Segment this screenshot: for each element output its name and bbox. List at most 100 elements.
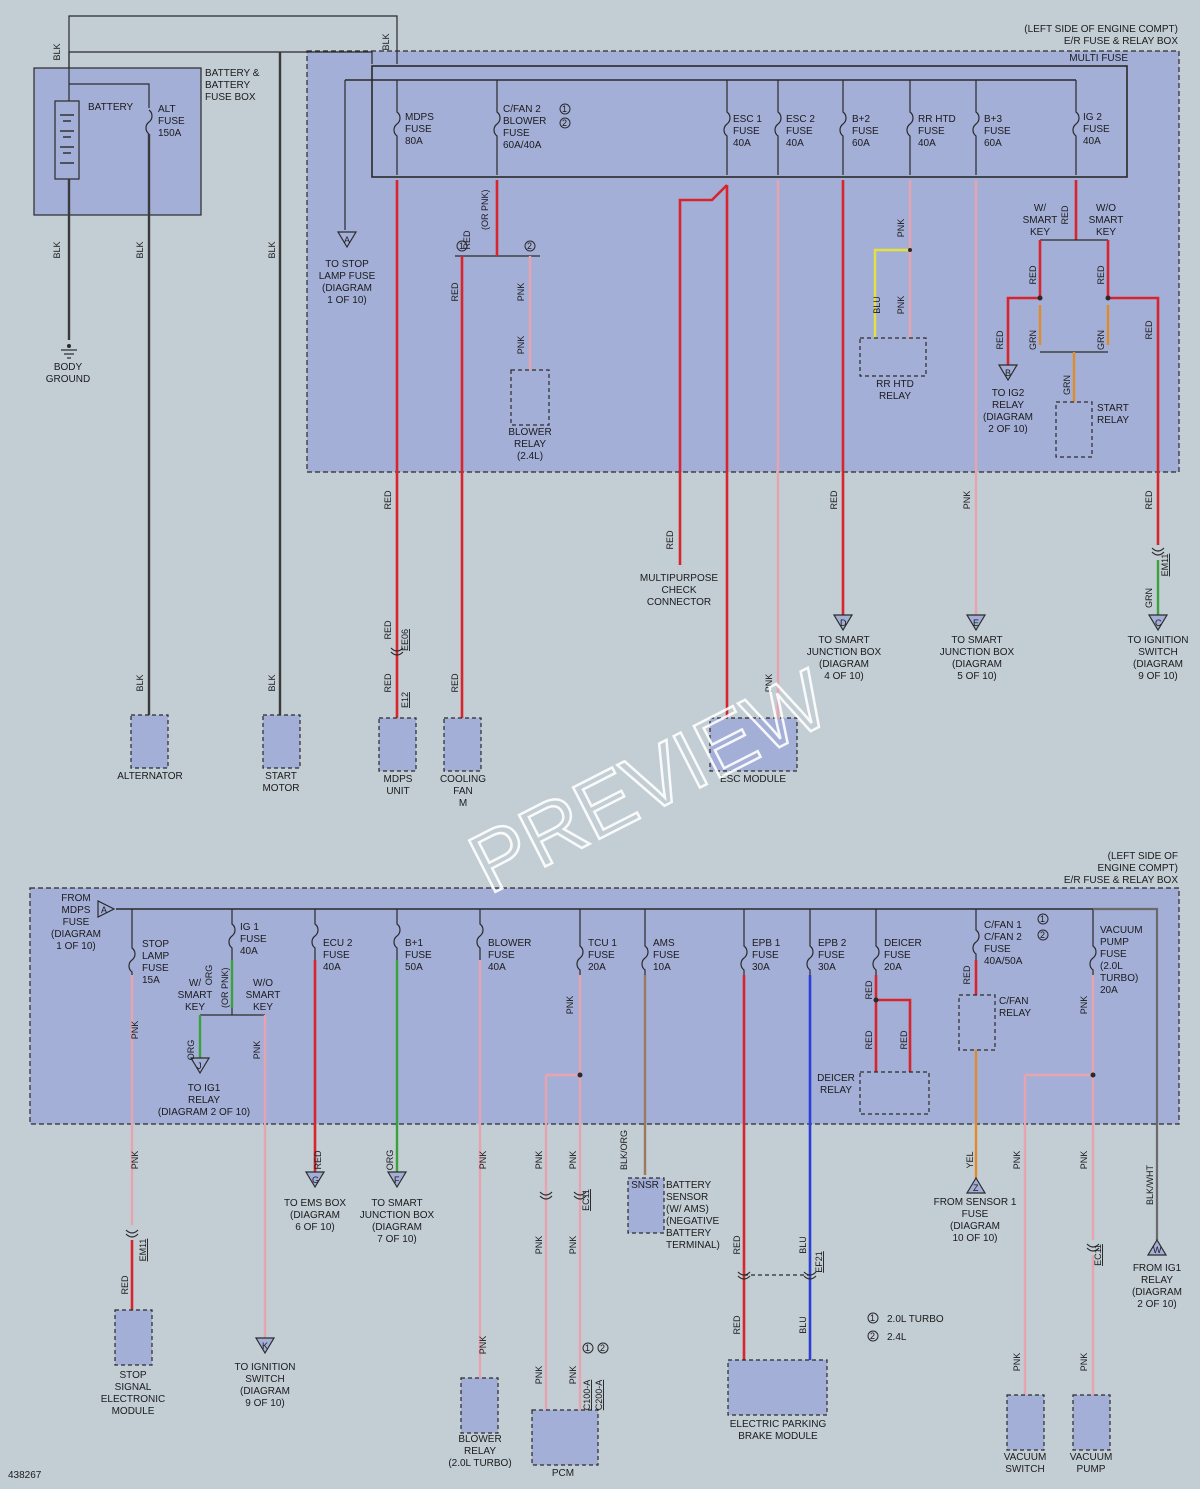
wire-color-label: RED <box>120 1275 130 1295</box>
wire-color-label: PNK <box>130 1021 140 1040</box>
multi-fuse-block <box>371 65 1128 178</box>
svg-text:J: J <box>197 1061 202 1071</box>
blower-relay-24l <box>510 369 550 426</box>
svg-text:F: F <box>394 1175 400 1185</box>
cooling-fan <box>443 717 482 772</box>
vacuum-pump <box>1072 1394 1111 1451</box>
wire-color-label: PNK <box>568 1151 578 1170</box>
wire-color-label: BLK <box>267 674 277 691</box>
svg-text:B: B <box>1005 368 1011 378</box>
connector-id: EC11 <box>1093 1244 1103 1266</box>
mdps-unit <box>378 717 417 772</box>
svg-text:1: 1 <box>562 104 567 114</box>
wire-color-label: ORG <box>385 1150 395 1171</box>
ref-z <box>965 1176 987 1194</box>
or-pnk-note: (OR PNK) <box>220 967 230 1008</box>
labels: (LEFT SIDE OF ENGINE COMPT)E/R FUSE & RE… <box>46 24 1189 1479</box>
ref-d <box>832 614 854 632</box>
wire-color-label: BLK <box>381 33 391 50</box>
wire-color-label: PNK <box>516 283 526 302</box>
wire-color-label: RED <box>450 673 460 693</box>
connector-id: EM11 <box>1160 554 1170 577</box>
er-fuse-relay-box-top <box>306 50 1180 473</box>
wire-color-label: PNK <box>764 674 774 693</box>
diagram-id: 438267 <box>8 1470 42 1481</box>
wire-color-label: YEL <box>965 1151 975 1168</box>
wire-color-label: RED <box>899 1030 909 1050</box>
ref-a-from-mdps <box>97 900 116 918</box>
wire-color-label: RED <box>864 1030 874 1050</box>
epb-module <box>727 1359 828 1416</box>
esc-module <box>709 717 798 772</box>
wire-color-label: PNK <box>534 1366 544 1385</box>
stop-signal-module <box>114 1309 153 1366</box>
wire-color-label: BLK <box>135 241 145 258</box>
legend-text: 2.0L TURBO <box>887 1314 944 1325</box>
wire-color-label: PNK <box>565 996 575 1015</box>
wire-color-label: GRN <box>1096 330 1106 350</box>
wire-color-label: PNK <box>1012 1353 1022 1372</box>
svg-text:E: E <box>973 618 979 628</box>
alternator <box>130 714 169 769</box>
wire-color-label: PNK <box>568 1366 578 1385</box>
wire-color-label: BLK/WHT <box>1145 1165 1155 1206</box>
connector-id: EE06 <box>400 629 410 651</box>
svg-text:Z: Z <box>973 1183 979 1193</box>
legend-text: 2.4L <box>887 1332 907 1343</box>
pcm-label: PCM <box>552 1468 574 1479</box>
legend-mark-2 <box>867 1330 879 1342</box>
pcm <box>531 1409 599 1466</box>
start-relay <box>1055 401 1093 458</box>
connector-id: C200-A <box>594 1380 604 1411</box>
snsr-label: SNSR <box>631 1180 659 1191</box>
connector-id: C100-A <box>582 1380 592 1411</box>
wire-color-label: RED <box>829 490 839 510</box>
connector-id: EC11 <box>581 1189 591 1211</box>
wire-color-label: PNK <box>896 219 906 238</box>
alt-fuse-icon <box>145 109 153 135</box>
cfan-relay <box>958 994 996 1051</box>
wire-color-label: PNK <box>130 1151 140 1170</box>
ref-w <box>1146 1238 1168 1256</box>
rr-htd-relay <box>859 337 927 377</box>
wire-color-label: ORG <box>204 965 214 986</box>
top-fuse-icons <box>393 80 1080 175</box>
location-label: (LEFT SIDE OF ENGINE COMPT)E/R FUSE & RE… <box>1024 24 1178 47</box>
wire-color-label: BLU <box>872 296 882 314</box>
wire-color-label: PNK <box>1079 996 1089 1015</box>
ref-e <box>965 614 987 632</box>
legend-mark-text: 1 <box>870 1313 875 1323</box>
connector-id: EF21 <box>814 1251 824 1273</box>
wire-color-label: RED <box>732 1235 742 1255</box>
ref-k <box>254 1337 276 1355</box>
wire-color-label: PNK <box>478 1151 488 1170</box>
svg-text:2: 2 <box>527 241 532 251</box>
